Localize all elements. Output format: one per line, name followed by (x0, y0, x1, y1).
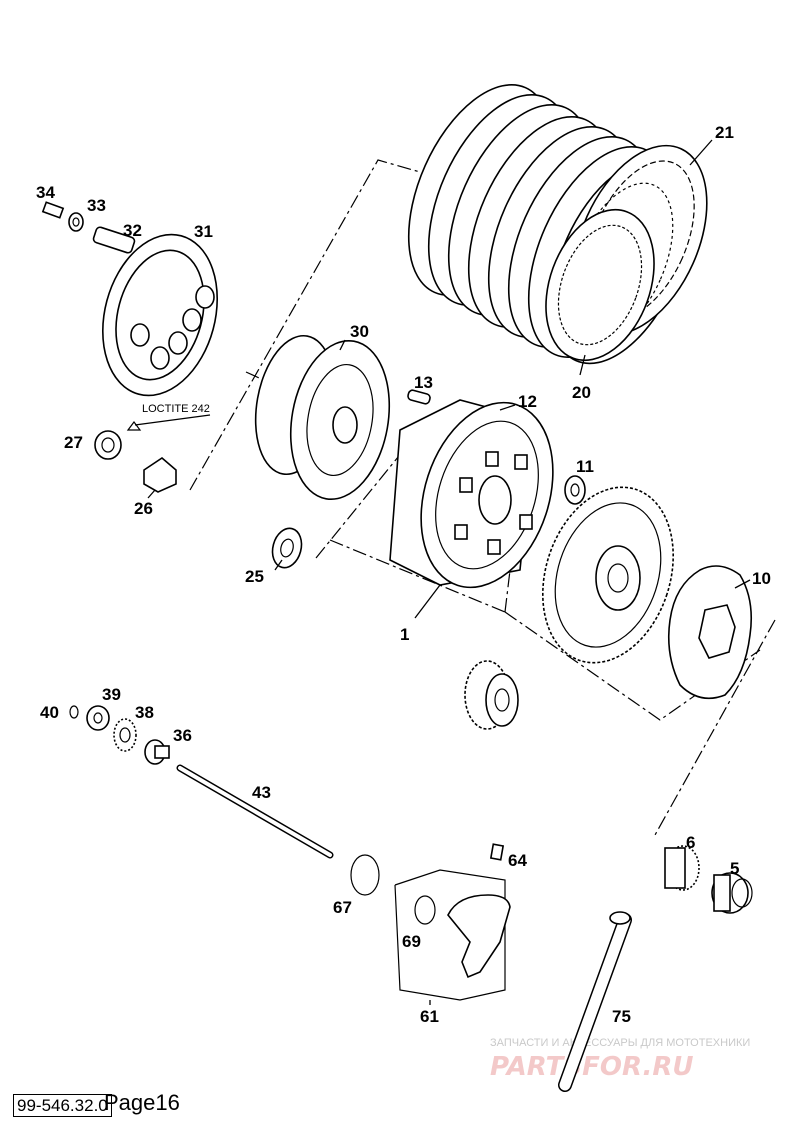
label-part-13: 13 (414, 373, 433, 392)
document-code: 99-546.32.0 (13, 1094, 112, 1117)
inner-clutch-hub (254, 334, 391, 501)
pressure-plate (101, 233, 219, 397)
label-part-67: 67 (333, 898, 352, 917)
push-rod (176, 764, 334, 859)
bushing (564, 475, 586, 505)
label-part-10: 10 (752, 569, 771, 588)
label-part-36: 36 (173, 726, 192, 745)
label-part-69: 69 (402, 932, 421, 951)
pin (407, 389, 431, 405)
watermark-tagline: ЗАПЧАСТИ И АКСЕССУАРЫ ДЛЯ МОТОТЕХНИКИ (490, 1037, 750, 1049)
part-number-labels: 21 20 34 33 32 31 30 13 12 11 10 1 27 26… (36, 123, 771, 1026)
label-part-64: 64 (508, 851, 527, 870)
slave-cylinder-group (394, 843, 511, 1001)
label-part-33: 33 (87, 196, 106, 215)
bearing-sleeve (711, 872, 753, 914)
push-rod-parts (69, 705, 170, 765)
watermark: ЗАПЧАСТИ И АКСЕССУАРЫ ДЛЯ МОТОТЕХНИКИ PA… (490, 1037, 750, 1082)
label-part-34: 34 (36, 183, 55, 202)
label-part-39: 39 (102, 685, 121, 704)
label-part-20: 20 (572, 383, 591, 402)
loctite-note: LOCTITE 242 (142, 403, 210, 415)
label-part-5: 5 (730, 859, 739, 878)
label-part-26: 26 (134, 499, 153, 518)
label-part-31: 31 (194, 222, 213, 241)
label-part-25: 25 (245, 567, 264, 586)
o-ring (350, 854, 380, 896)
grease-syringe (558, 911, 632, 1092)
watermark-brand: PARTSFOR.RU (490, 1052, 693, 1082)
page-number: Page16 (104, 1090, 180, 1115)
leader-lines (134, 139, 751, 1005)
label-part-40: 40 (40, 703, 59, 722)
nut-and-lock-washer (94, 421, 177, 493)
needle-bearing (664, 845, 700, 891)
label-part-1: 1 (400, 625, 409, 644)
label-part-43: 43 (252, 783, 271, 802)
pinion-gear (464, 660, 519, 730)
label-part-12: 12 (518, 392, 537, 411)
thrust-washer (271, 527, 303, 569)
spring-screw-set (41, 201, 136, 254)
label-part-75: 75 (612, 1007, 631, 1026)
clutch-plates (407, 84, 708, 365)
label-part-30: 30 (350, 322, 369, 341)
label-part-21: 21 (715, 123, 734, 142)
label-part-61: 61 (420, 1007, 439, 1026)
rotor-plate (667, 565, 753, 700)
label-part-11: 11 (576, 457, 594, 476)
primary-gear (542, 486, 674, 664)
label-part-27: 27 (64, 433, 83, 452)
label-part-38: 38 (135, 703, 154, 722)
clutch-basket (389, 399, 554, 589)
label-part-32: 32 (123, 221, 142, 240)
label-part-6: 6 (686, 833, 695, 852)
